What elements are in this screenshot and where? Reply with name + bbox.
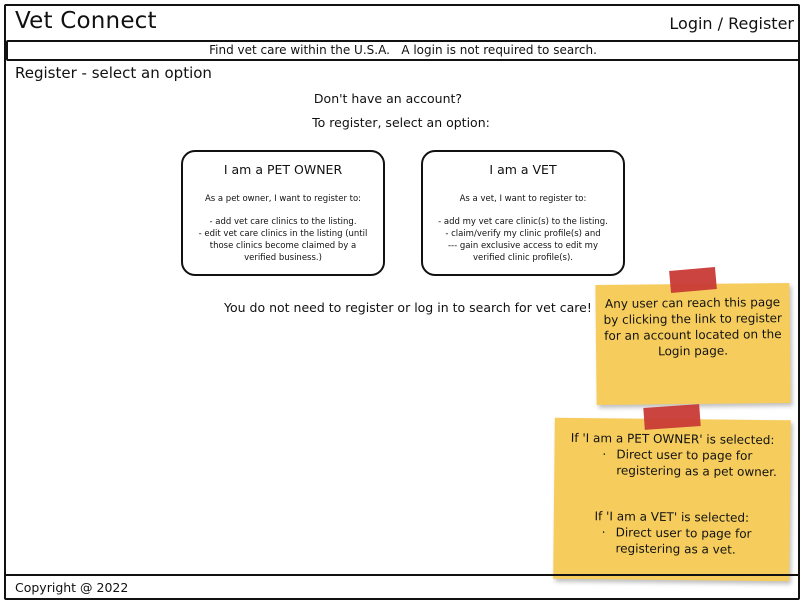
vet-card-line: - claim/verify my clinic profile(s) and [445, 229, 601, 239]
note-line: Any user can reach this page [604, 295, 781, 311]
note-vet-action: ·Direct user to page for registering as … [601, 525, 752, 557]
note-line: for an account located on the [604, 327, 782, 343]
app-title: Vet Connect [15, 8, 157, 34]
pet-owner-card-title: I am a PET OWNER [223, 162, 343, 177]
info-banner: Find vet care within the U.S.A. A login … [6, 40, 800, 61]
page-title: Register - select an option [15, 64, 212, 82]
footer-divider [6, 574, 800, 576]
register-instruction: To register, select an option: [312, 115, 490, 130]
tape-strip [643, 404, 701, 430]
vet-card-line: --- gain exclusive access to edit my [447, 241, 598, 251]
vet-card-line: - add my vet care clinic(s) to the listi… [438, 217, 608, 227]
account-question: Don't have an account? [313, 91, 463, 106]
pet-owner-card-line: those clinics become claimed by a [209, 241, 357, 251]
note-line: Login page. [658, 343, 729, 359]
pet-owner-card-lead: As a pet owner, I want to register to: [204, 194, 362, 204]
search-note: You do not need to register or log in to… [224, 300, 592, 315]
vet-option-card[interactable]: I am a VET As a vet, I want to register … [421, 150, 625, 276]
sticky-note-selection-behavior: If 'I am a PET OWNER' is selected: ·Dire… [553, 417, 791, 582]
note-line: by clicking the link to register [603, 311, 783, 327]
vet-card-line: verified clinic profile(s). [473, 253, 573, 263]
app-frame [4, 4, 800, 600]
sticky-note-page-access: Any user can reach this page by clicking… [595, 282, 791, 406]
pet-owner-card-line: - edit vet care clinics in the listing (… [198, 229, 368, 239]
bullet-icon: · [602, 447, 607, 462]
pet-owner-card-line: - add vet care clinics to the listing. [209, 217, 357, 227]
bullet-icon: · [601, 525, 606, 540]
vet-card-lead: As a vet, I want to register to: [459, 194, 587, 204]
note-owner-action: ·Direct user to page for registering as … [602, 447, 777, 480]
login-register-link[interactable]: Login / Register [669, 14, 794, 33]
vet-card-title: I am a VET [489, 162, 557, 177]
copyright-text: Copyright @ 2022 [15, 580, 129, 595]
pet-owner-card-line: verified business.) [244, 253, 322, 263]
note-owner-condition: If 'I am a PET OWNER' is selected: [570, 430, 775, 448]
tape-strip [669, 267, 717, 293]
pet-owner-option-card[interactable]: I am a PET OWNER As a pet owner, I want … [181, 150, 385, 276]
